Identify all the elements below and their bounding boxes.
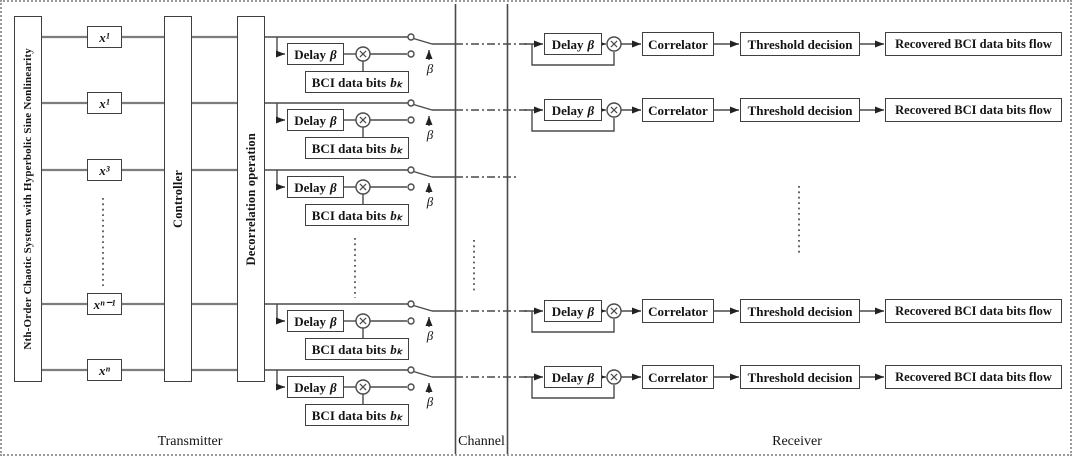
- correlator-box-1: Correlator: [642, 32, 714, 56]
- beta-control-label-2: β: [426, 127, 434, 142]
- recovered-box-1: Recovered BCI data bits flow: [885, 32, 1062, 56]
- recovered-box-5: Recovered BCI data bits flow: [885, 365, 1062, 389]
- delay-word: Delay: [551, 369, 584, 385]
- threshold-box-4: Threshold decision: [740, 299, 860, 323]
- controller-box: Controller: [164, 16, 192, 382]
- delay-beta: β: [587, 102, 595, 118]
- state-output-box-2: x¹: [87, 92, 122, 114]
- delay-beta: β: [330, 379, 337, 395]
- delay-word: Delay: [294, 46, 327, 62]
- correlator-box-4: Correlator: [642, 299, 714, 323]
- state-output-box-4: xⁿ⁻¹: [87, 293, 122, 315]
- threshold-box-5: Threshold decision: [740, 365, 860, 389]
- delay-beta: β: [330, 112, 337, 128]
- state-output-box-3: x³: [87, 159, 122, 181]
- threshold-box-1: Threshold decision: [740, 32, 860, 56]
- beta-control-label-3: β: [426, 194, 434, 209]
- bci-subscript: bₖ: [390, 140, 403, 156]
- channel-dashdot-lines: [455, 43, 528, 378]
- beta-control-label-1: β: [426, 61, 434, 76]
- delay-beta: β: [330, 179, 337, 195]
- decorrelation-box: Decorrelation operation: [237, 16, 265, 382]
- ellipsis-dots: [102, 186, 800, 298]
- delay-word: Delay: [294, 179, 327, 195]
- delay-word: Delay: [551, 36, 584, 52]
- bci-subscript: bₖ: [390, 207, 403, 223]
- delay-beta: β: [330, 46, 337, 62]
- bci-subscript: bₖ: [390, 341, 403, 357]
- delay-word: Delay: [294, 379, 327, 395]
- beta-control-label-4: β: [426, 328, 434, 343]
- recovered-box-2: Recovered BCI data bits flow: [885, 98, 1062, 122]
- recovered-box-4: Recovered BCI data bits flow: [885, 299, 1062, 323]
- bci-prefix: BCI data bits: [311, 407, 387, 423]
- chaotic-system-label: Nth-Order Chaotic System with Hyperbolic…: [21, 48, 34, 350]
- delay-word: Delay: [551, 102, 584, 118]
- delay-beta: β: [587, 36, 595, 52]
- receiver-section-label: Receiver: [772, 434, 822, 449]
- delay-beta: β: [587, 369, 595, 385]
- controller-label: Controller: [170, 169, 185, 228]
- bci-prefix: BCI data bits: [311, 140, 387, 156]
- bci-prefix: BCI data bits: [311, 207, 387, 223]
- bci-prefix: BCI data bits: [311, 74, 387, 90]
- correlator-box-5: Correlator: [642, 365, 714, 389]
- delay-beta: β: [587, 303, 595, 319]
- transmitter-section-label: Transmitter: [157, 434, 223, 449]
- channel-section-label: Channel: [458, 434, 505, 449]
- beta-control-label-5: β: [426, 394, 434, 409]
- delay-word: Delay: [294, 112, 327, 128]
- delay-word: Delay: [294, 313, 327, 329]
- delay-beta: β: [330, 313, 337, 329]
- state-output-box-1: x¹: [87, 26, 122, 48]
- correlator-box-2: Correlator: [642, 98, 714, 122]
- decorrelation-label: Decorrelation operation: [243, 132, 258, 266]
- state-output-box-5: xⁿ: [87, 359, 122, 381]
- bci-subscript: bₖ: [390, 407, 403, 423]
- delay-word: Delay: [551, 303, 584, 319]
- threshold-box-2: Threshold decision: [740, 98, 860, 122]
- chaotic-system-box: Nth-Order Chaotic System with Hyperbolic…: [14, 16, 42, 382]
- bci-prefix: BCI data bits: [311, 341, 387, 357]
- bci-subscript: bₖ: [390, 74, 403, 90]
